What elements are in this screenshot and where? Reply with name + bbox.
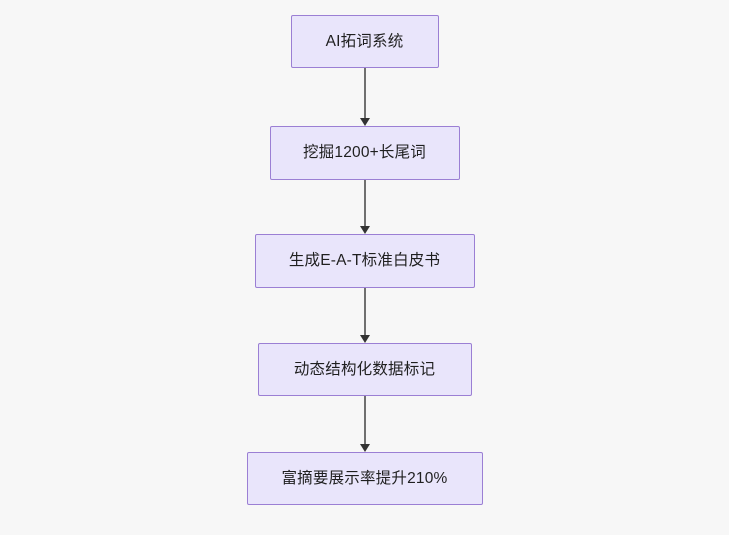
arrow-down-icon <box>359 118 370 126</box>
edge-line <box>363 180 366 227</box>
flow-edge-n2-n3 <box>358 288 372 343</box>
flow-edge-n3-n4 <box>358 396 372 452</box>
arrow-down-icon <box>359 226 370 234</box>
flow-node-label: 动态结构化数据标记 <box>293 360 436 378</box>
flow-node-label: 富摘要展示率提升210% <box>281 469 448 487</box>
flow-node-label: AI拓词系统 <box>325 32 404 50</box>
flow-node-label: 挖掘1200+长尾词 <box>302 144 427 162</box>
flow-node-ai-keyword-system[interactable]: AI拓词系统 <box>290 15 439 68</box>
flow-edge-n0-n1 <box>358 68 372 126</box>
flow-node-longtail-keywords[interactable]: 挖掘1200+长尾词 <box>269 126 460 180</box>
flow-node-structured-data-markup[interactable]: 动态结构化数据标记 <box>257 343 472 396</box>
flow-edge-n1-n2 <box>358 180 372 234</box>
arrow-down-icon <box>359 444 370 452</box>
arrow-down-icon <box>359 335 370 343</box>
flow-node-eat-whitepaper[interactable]: 生成E-A-T标准白皮书 <box>254 234 475 288</box>
flow-node-rich-snippet-result[interactable]: 富摘要展示率提升210% <box>246 452 483 505</box>
edge-line <box>363 396 366 445</box>
edge-line <box>363 288 366 336</box>
edge-line <box>363 68 366 119</box>
flow-node-label: 生成E-A-T标准白皮书 <box>288 252 441 270</box>
